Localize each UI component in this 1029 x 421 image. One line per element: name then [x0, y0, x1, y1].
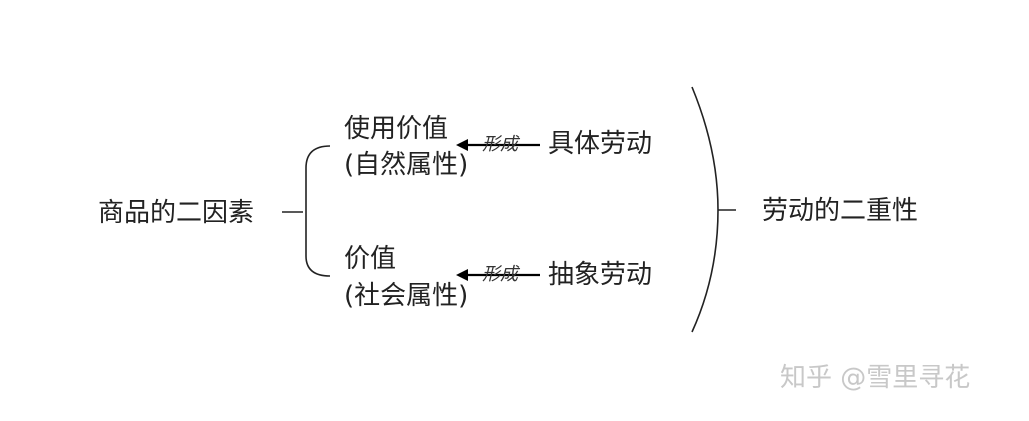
branch-2-line2: (社会属性)	[344, 281, 469, 311]
right-concept-label: 劳动的二重性	[762, 196, 919, 226]
branch-2-connector-label: 形成	[482, 264, 518, 285]
branch-2-line1: 价值	[344, 244, 397, 274]
branch-1-source: 具体劳动	[548, 129, 653, 159]
arrowhead-2	[456, 269, 468, 281]
left-brace	[305, 145, 331, 277]
branch-1-line1: 使用价值	[344, 114, 449, 144]
watermark: 知乎 @雪里寻花	[780, 363, 971, 393]
branch-1-connector-label: 形成	[482, 134, 518, 155]
branch-2-source: 抽象劳动	[548, 260, 653, 290]
arrowhead-1	[456, 139, 468, 151]
right-brace	[691, 86, 719, 333]
branch-1-line2: (自然属性)	[344, 150, 469, 180]
left-concept-label: 商品的二因素	[98, 198, 255, 228]
